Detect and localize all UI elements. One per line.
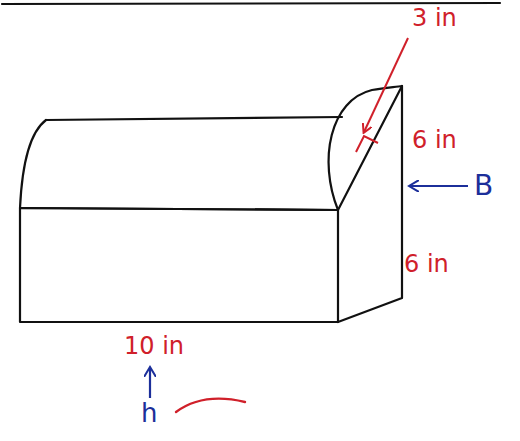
- face-label: B: [474, 172, 493, 200]
- top-border: [2, 3, 500, 4]
- radius-dimension: 3 in: [412, 6, 457, 30]
- height-dimension: 6 in: [412, 128, 457, 152]
- front-face: [20, 208, 338, 322]
- front-top-edge: [20, 208, 338, 210]
- end-diagonal: [338, 86, 402, 210]
- depth-dimension: 6 in: [404, 252, 449, 276]
- left-arch: [20, 120, 46, 208]
- red-stroke: [176, 399, 245, 412]
- right-angle-mark: [356, 136, 378, 152]
- face-pointer-arrow: [410, 185, 468, 187]
- radius-arrow: [364, 38, 408, 132]
- height-variable: h: [141, 400, 157, 426]
- h-pointer-arrow: [149, 368, 151, 398]
- ridge-line: [46, 117, 342, 120]
- length-dimension: 10 in: [124, 334, 184, 358]
- right-arch: [329, 86, 402, 210]
